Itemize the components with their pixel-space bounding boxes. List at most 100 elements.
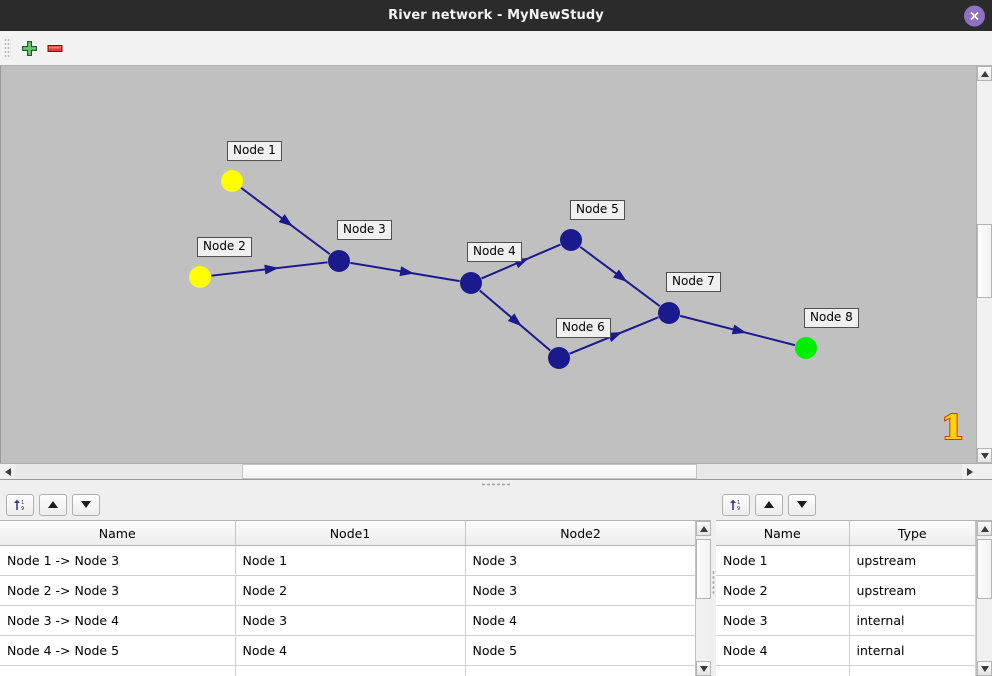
table-cell[interactable]: Node 3 -> Node 4 bbox=[0, 605, 236, 636]
close-icon[interactable] bbox=[964, 5, 985, 26]
title-bar: River network - MyNewStudy bbox=[0, 0, 992, 31]
sort-button[interactable]: 1 9 bbox=[6, 493, 34, 516]
table-cell-empty bbox=[235, 665, 466, 676]
table-cell[interactable]: Node 1 bbox=[235, 545, 466, 576]
graph-node-node-6[interactable] bbox=[548, 347, 570, 369]
table-cell[interactable]: Node 2 -> Node 3 bbox=[0, 575, 236, 606]
graph-node-label-node-3[interactable]: Node 3 bbox=[337, 220, 392, 240]
table-cell[interactable]: Node 5 bbox=[465, 635, 695, 666]
links-toolbar: 1 9 bbox=[0, 489, 711, 520]
arrow-icon bbox=[399, 266, 415, 277]
table-cell[interactable]: internal bbox=[849, 635, 976, 666]
table-cell[interactable]: Node 4 bbox=[235, 635, 466, 666]
links-scroll-down-arrow-icon[interactable] bbox=[696, 661, 711, 676]
table-cell[interactable]: Node 3 bbox=[235, 605, 466, 636]
graph-node-label-node-2[interactable]: Node 2 bbox=[197, 237, 252, 257]
links-scroll-up-arrow-icon[interactable] bbox=[696, 521, 711, 536]
graph-node-node-3[interactable] bbox=[328, 250, 350, 272]
table-cell[interactable]: internal bbox=[849, 605, 976, 636]
graph-node-node-4[interactable] bbox=[460, 272, 482, 294]
graph-node-node-7[interactable] bbox=[658, 302, 680, 324]
vertical-splitter[interactable] bbox=[711, 489, 716, 676]
move-up-button[interactable] bbox=[39, 493, 67, 516]
graph-node-node-5[interactable] bbox=[560, 229, 582, 251]
toolbar-grip[interactable] bbox=[4, 38, 11, 58]
nodes-scroll-down-arrow-icon[interactable] bbox=[977, 661, 992, 676]
minus-icon[interactable] bbox=[42, 35, 68, 61]
table-cell[interactable]: Node 1 -> Node 3 bbox=[0, 545, 236, 576]
plus-icon[interactable] bbox=[16, 35, 42, 61]
column-header-node2[interactable]: Node2 bbox=[465, 521, 695, 546]
table-cell[interactable]: Node 3 bbox=[465, 575, 695, 606]
table-cell[interactable]: Node 4 bbox=[716, 635, 850, 666]
table-cell[interactable]: Node 4 -> Node 5 bbox=[0, 635, 236, 666]
canvas-hscroll-thumb[interactable] bbox=[242, 464, 697, 479]
network-canvas[interactable]: Node 1 Node 2 Node 3 Node 4 Node 5 Node 6 Node… bbox=[0, 66, 976, 463]
graph-node-label-node-5[interactable]: Node 5 bbox=[570, 200, 625, 220]
nodes-vscroll-track[interactable] bbox=[977, 536, 992, 661]
table-cell[interactable]: upstream bbox=[849, 575, 976, 606]
nodes-move-up-button[interactable] bbox=[755, 493, 783, 516]
canvas-horizontal-scrollbar[interactable] bbox=[0, 463, 992, 479]
arrow-icon bbox=[607, 332, 623, 343]
nodes-table-empty-row[interactable] bbox=[716, 665, 976, 676]
scroll-down-arrow-icon[interactable] bbox=[977, 448, 992, 463]
canvas-vertical-scrollbar[interactable] bbox=[976, 66, 992, 463]
table-cell[interactable]: Node 3 bbox=[716, 605, 850, 636]
graph-node-label-node-6[interactable]: Node 6 bbox=[556, 318, 611, 338]
nodes-sort-button[interactable]: 1 9 bbox=[722, 493, 750, 516]
column-header-node1[interactable]: Node1 bbox=[235, 521, 466, 546]
scroll-right-arrow-icon[interactable] bbox=[962, 464, 977, 479]
scroll-up-arrow-icon[interactable] bbox=[977, 66, 992, 81]
svg-text:1: 1 bbox=[21, 500, 24, 506]
column-header-node-type[interactable]: Type bbox=[849, 521, 976, 546]
arrow-icon bbox=[612, 269, 628, 282]
table-cell[interactable]: Node 1 bbox=[716, 545, 850, 576]
horizontal-splitter[interactable] bbox=[0, 479, 992, 489]
graph-node-label-node-1[interactable]: Node 1 bbox=[227, 141, 282, 161]
table-cell[interactable]: Node 2 bbox=[235, 575, 466, 606]
scroll-left-arrow-icon[interactable] bbox=[0, 464, 15, 479]
arrow-icon bbox=[507, 313, 522, 327]
nodes-toolbar: 1 9 bbox=[716, 489, 992, 520]
canvas-vscroll-thumb[interactable] bbox=[977, 224, 992, 298]
canvas-vscroll-track[interactable] bbox=[977, 81, 992, 448]
nodes-move-down-button[interactable] bbox=[788, 493, 816, 516]
links-table-vertical-scrollbar[interactable] bbox=[695, 521, 711, 676]
canvas-hscroll-track[interactable] bbox=[15, 464, 962, 479]
table-cell-empty bbox=[465, 665, 695, 676]
graph-node-label-node-7[interactable]: Node 7 bbox=[666, 272, 721, 292]
graph-node-node-1[interactable] bbox=[221, 170, 243, 192]
table-cell[interactable]: Node 2 bbox=[716, 575, 850, 606]
table-cell[interactable]: upstream bbox=[849, 545, 976, 576]
splitter-grip-icon bbox=[481, 483, 511, 486]
links-vscroll-thumb[interactable] bbox=[696, 538, 711, 599]
column-header-name[interactable]: Name bbox=[0, 521, 236, 546]
move-down-button[interactable] bbox=[72, 493, 100, 516]
graph-node-node-8[interactable] bbox=[795, 337, 817, 359]
table-cell[interactable]: Node 4 bbox=[465, 605, 695, 636]
main-toolbar bbox=[0, 31, 992, 66]
links-table-empty-row[interactable] bbox=[0, 665, 695, 676]
graph-node-label-node-4[interactable]: Node 4 bbox=[467, 242, 522, 262]
table-cell-empty bbox=[716, 665, 850, 676]
svg-text:1: 1 bbox=[737, 500, 740, 506]
nodes-scroll-up-arrow-icon[interactable] bbox=[977, 521, 992, 536]
graph-node-label-node-8[interactable]: Node 8 bbox=[804, 308, 859, 328]
nodes-table-vertical-scrollbar[interactable] bbox=[976, 521, 992, 676]
nodes-vscroll-thumb[interactable] bbox=[977, 538, 992, 599]
column-header-node-name[interactable]: Name bbox=[716, 521, 850, 546]
links-vscroll-track[interactable] bbox=[696, 536, 711, 661]
table-cell[interactable]: Node 3 bbox=[465, 545, 695, 576]
graph-node-node-2[interactable] bbox=[189, 266, 211, 288]
